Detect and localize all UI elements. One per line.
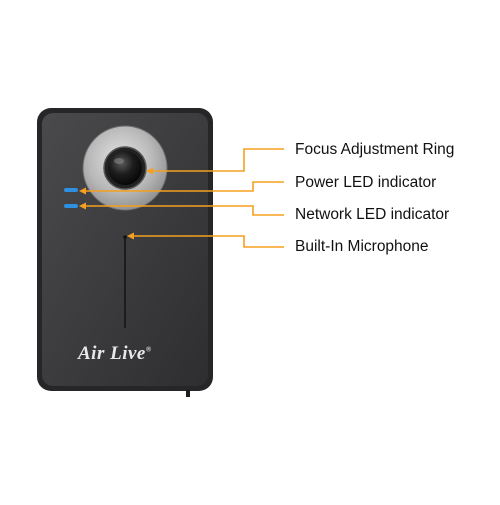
callout-label-microphone: Built-In Microphone	[295, 238, 429, 255]
arrow-head-focus	[146, 167, 153, 175]
power-led	[64, 188, 78, 192]
callout-label-focus-ring: Focus Adjustment Ring	[295, 141, 455, 158]
brand-logo-text: Air Live	[78, 343, 146, 364]
leader-line-network	[84, 205, 284, 216]
brand-logo: Air Live®	[78, 343, 152, 365]
arrow-head-network	[79, 202, 86, 210]
leader-line-focus	[152, 148, 284, 172]
lens-glare	[114, 158, 124, 164]
arrow-head-power	[79, 187, 86, 195]
leader-line-power	[84, 181, 284, 192]
leader-line-microphone	[132, 235, 284, 248]
callout-label-network-led: Network LED indicator	[295, 206, 450, 223]
network-led	[64, 204, 78, 208]
callout-label-power-led: Power LED indicator	[295, 174, 437, 191]
trademark-icon: ®	[145, 345, 152, 354]
arrow-head-microphone	[127, 232, 134, 240]
camera-foot	[186, 390, 190, 397]
microphone-hole	[123, 235, 127, 239]
lens-icon	[108, 151, 142, 185]
